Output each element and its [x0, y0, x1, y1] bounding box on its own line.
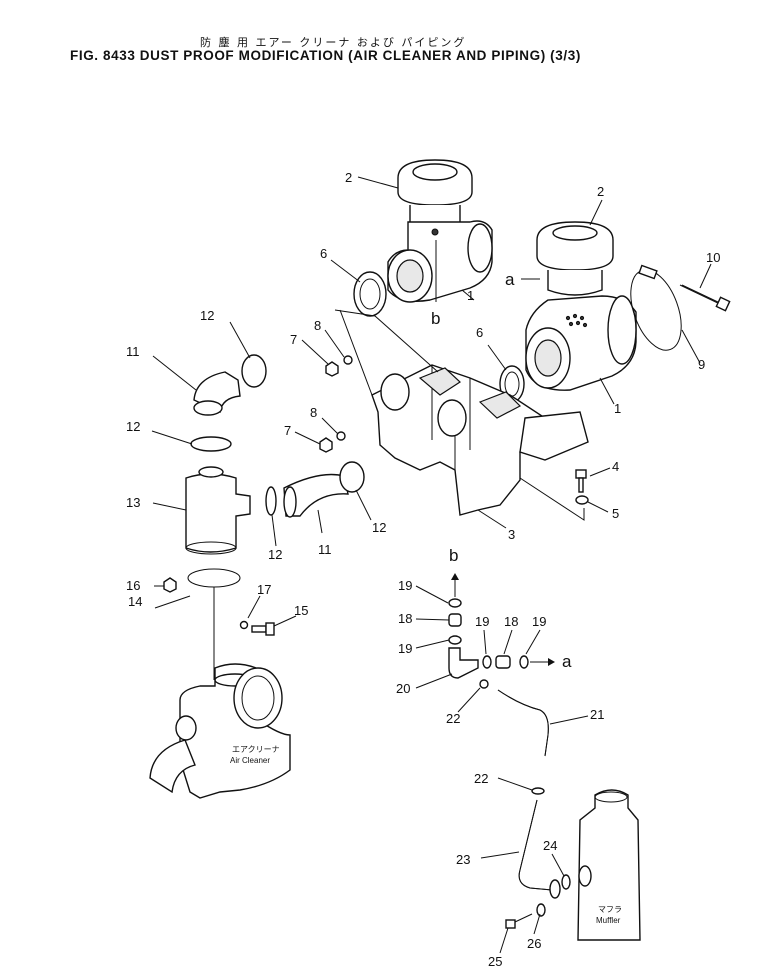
clamp-ring [187, 568, 241, 588]
precleaner-body [185, 466, 251, 555]
nut [325, 361, 339, 377]
muffler [577, 789, 641, 941]
band-clamp [630, 264, 682, 351]
muffler-caption-jp: マフラ [598, 905, 622, 914]
elbow-tube [448, 647, 479, 679]
gasket-left [353, 271, 387, 317]
leader-lines [151, 176, 712, 954]
connection-markers: a a b b [431, 270, 572, 671]
callout-22: 22 [446, 711, 460, 726]
callout-2: 2 [597, 184, 604, 199]
clamp-bolt [679, 284, 731, 312]
callout-22: 22 [474, 771, 488, 786]
callout-3: 3 [508, 527, 515, 542]
callout-11: 11 [126, 344, 140, 359]
washer [575, 495, 589, 505]
callout-25: 25 [488, 954, 502, 969]
air-cleaner-body-left [387, 220, 493, 303]
washer [536, 903, 546, 917]
callout-17: 17 [257, 582, 271, 597]
air-hose [497, 689, 549, 757]
callout-20: 20 [396, 681, 410, 696]
muffler-caption: Muffler [596, 916, 621, 925]
gasket [561, 874, 571, 890]
callout-12: 12 [268, 547, 282, 562]
marker-a: a [562, 652, 572, 671]
nut [319, 437, 333, 453]
callout-5: 5 [612, 506, 619, 521]
callout-12: 12 [200, 308, 214, 323]
gasket [479, 679, 489, 689]
callout-7: 7 [290, 332, 297, 347]
bolt [505, 913, 533, 929]
callout-1: 1 [467, 288, 474, 303]
gasket [531, 787, 545, 795]
callout-4: 4 [612, 459, 619, 474]
vent-holes [565, 313, 588, 328]
callout-24: 24 [543, 838, 557, 853]
bolt [251, 622, 275, 636]
precleaner-cap-left [397, 159, 473, 228]
washer [239, 620, 249, 630]
tube [448, 613, 462, 627]
bolt [575, 469, 587, 493]
marker-a: a [505, 270, 515, 289]
callout-19: 19 [398, 641, 412, 656]
mounting-bracket [371, 364, 589, 516]
arrow-head [548, 658, 555, 666]
sleeve [448, 598, 462, 608]
marker-b: b [449, 546, 458, 565]
sleeve [482, 655, 492, 669]
tube [495, 655, 511, 669]
air-cleaner-body-right [525, 295, 637, 391]
air-cleaner-caption-jp: エアクリーナ [232, 745, 280, 754]
existing-air-cleaner [149, 663, 291, 799]
air-cleaner-caption: Air Cleaner [230, 756, 270, 765]
callout-8: 8 [310, 405, 317, 420]
elbow-hose-lower [283, 473, 349, 518]
hose-clamp [241, 354, 267, 388]
callout-18: 18 [398, 611, 412, 626]
callout-numbers: 1 1 2 2 3 4 5 6 6 7 7 8 8 9 10 11 11 12 … [126, 170, 720, 969]
sleeve [519, 655, 529, 669]
callout-26: 26 [527, 936, 541, 951]
callout-16: 16 [126, 578, 140, 593]
hose-clamp [190, 436, 232, 452]
callout-11: 11 [318, 542, 332, 557]
callout-14: 14 [128, 594, 142, 609]
figure-title: FIG. 8433 DUST PROOF MODIFICATION (AIR C… [70, 48, 581, 63]
washer [336, 431, 346, 441]
callout-12: 12 [372, 520, 386, 535]
marker-b: b [431, 309, 440, 328]
callout-8: 8 [314, 318, 321, 333]
callout-18: 18 [504, 614, 518, 629]
callout-1: 1 [614, 401, 621, 416]
callout-10: 10 [706, 250, 720, 265]
arrow-head [451, 573, 459, 580]
callout-21: 21 [590, 707, 604, 722]
callout-19: 19 [475, 614, 489, 629]
hose-clamp [265, 486, 277, 516]
elbow-hose-upper [193, 371, 241, 416]
washer [343, 355, 353, 365]
callout-9: 9 [698, 357, 705, 372]
callout-13: 13 [126, 495, 140, 510]
callout-19: 19 [398, 578, 412, 593]
nut [163, 577, 177, 593]
figure-title-japanese: 防 塵 用 エアー クリーナ および パイピング [200, 36, 467, 49]
callout-23: 23 [456, 852, 470, 867]
pipe-flange [549, 879, 561, 899]
callout-15: 15 [294, 603, 308, 618]
callout-6: 6 [320, 246, 327, 261]
callout-12: 12 [126, 419, 140, 434]
sleeve [448, 635, 462, 645]
callout-19: 19 [532, 614, 546, 629]
callout-7: 7 [284, 423, 291, 438]
callout-6: 6 [476, 325, 483, 340]
hose-clamp [339, 461, 365, 493]
precleaner-cap-right [536, 221, 614, 296]
callout-2: 2 [345, 170, 352, 185]
